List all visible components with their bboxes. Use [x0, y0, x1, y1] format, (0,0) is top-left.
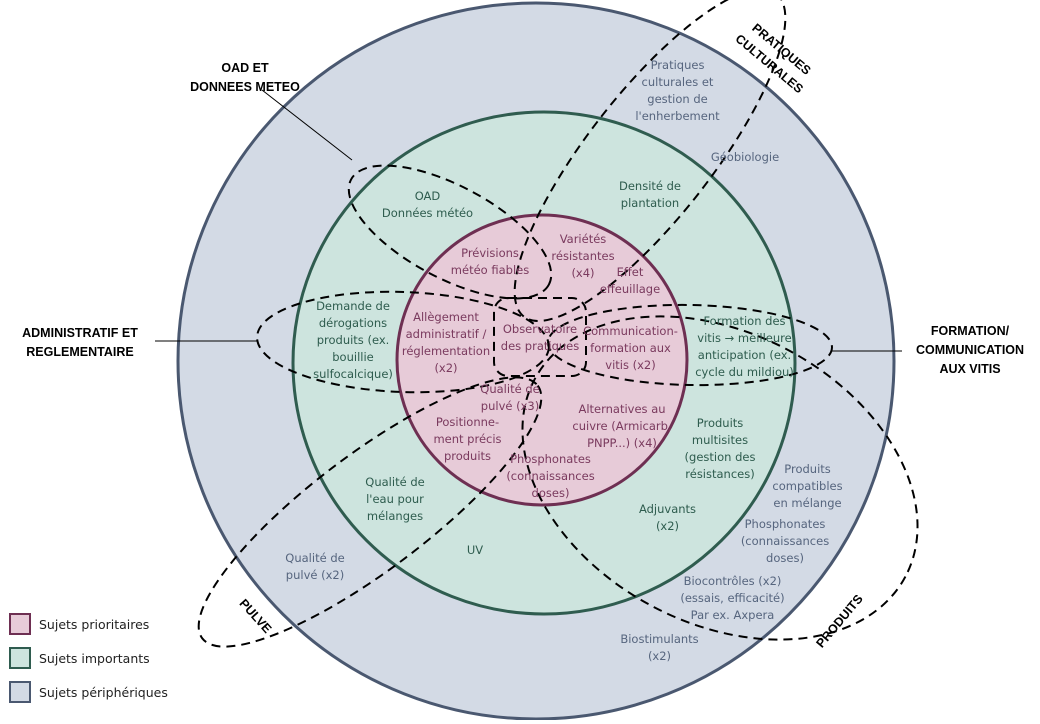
topic-qualite-eau: Qualité de l'eau pour mélanges: [365, 475, 425, 523]
legend-label: Sujets périphériques: [39, 684, 168, 700]
topic-alternatives-cuivre: Alternatives au cuivre (Armicarb, PNPP..…: [572, 402, 672, 450]
legend-item-peripheriques: Sujets périphériques: [9, 675, 168, 709]
topic-communication-formation: Communication- formation aux vitis (x2): [583, 324, 678, 372]
circle-prioritaires: [395, 213, 689, 507]
topic-geobiologie: Géobiologie: [710, 150, 780, 164]
topic-derogations: Demande de dérogations produits (ex. bou…: [313, 299, 393, 381]
topic-qualite-pulve-peri: Qualité de pulvé (x2): [285, 551, 345, 582]
topic-densite-plantation: Densité de plantation: [618, 179, 682, 210]
topic-varietes-resistantes: Variétés résistantes (x4): [551, 232, 615, 280]
topic-allegement-administratif: Allègement administratif / réglementatio…: [401, 310, 491, 375]
topic-produits-compatibles: Produits compatibles en mélange: [772, 462, 843, 510]
topic-adjuvants: Adjuvants (x2): [638, 502, 697, 533]
topic-biocontroles: Biocontrôles (x2) (essais, efficacité) P…: [680, 574, 785, 622]
legend-label: Sujets prioritaires: [39, 616, 150, 632]
topic-observatoire-pratiques: Observatoire des pratiques: [500, 322, 580, 353]
topic-effet-effeuillage: Effet effeuillage: [599, 265, 661, 296]
legend-swatch-prioritaires: [9, 613, 31, 635]
topic-phosphonates-prio: Phosphonates (connaissances doses): [506, 452, 595, 500]
legend-item-importants: Sujets importants: [9, 641, 168, 675]
topic-oad-donnees-meteo: OAD Données météo: [381, 189, 474, 220]
topic-phosphonates-peri: Phosphonates (connaissances doses): [740, 517, 830, 565]
category-oad: OAD ET DONNEES METEO: [190, 61, 300, 94]
group-formation-ellipse: [547, 303, 833, 387]
topic-previsions-meteo: Prévisions météo fiables: [450, 246, 530, 277]
group-produits-ellipse: [521, 315, 919, 641]
topic-formation-vitis: Formation des vitis → meilleure anticipa…: [695, 314, 794, 379]
leader-oad: [261, 89, 353, 161]
topic-uv: UV: [466, 543, 484, 557]
category-administratif: ADMINISTRATIF ET REGLEMENTAIRE: [22, 326, 138, 359]
category-formation: FORMATION/ COMMUNICATION AUX VITIS: [915, 324, 1025, 376]
topic-qualite-pulve-prio: Qualité de pulvé (x3): [480, 382, 540, 413]
legend-swatch-peripheriques: [9, 681, 31, 703]
topic-positionnement-produits: Positionne- ment précis produits: [433, 415, 502, 463]
legend: Sujets prioritaires Sujets importants Su…: [9, 607, 168, 709]
group-oad-ellipse: [347, 164, 553, 300]
legend-item-prioritaires: Sujets prioritaires: [9, 607, 168, 641]
observatoire-box: [493, 297, 587, 377]
legend-label: Sujets importants: [39, 650, 150, 666]
topic-pratiques-culturales: Pratiques culturales et gestion de l'enh…: [635, 58, 720, 123]
legend-swatch-importants: [9, 647, 31, 669]
topic-biostimulants: Biostimulants (x2): [620, 632, 699, 663]
topic-produits-multisites: Produits multisites (gestion des résista…: [684, 416, 756, 481]
